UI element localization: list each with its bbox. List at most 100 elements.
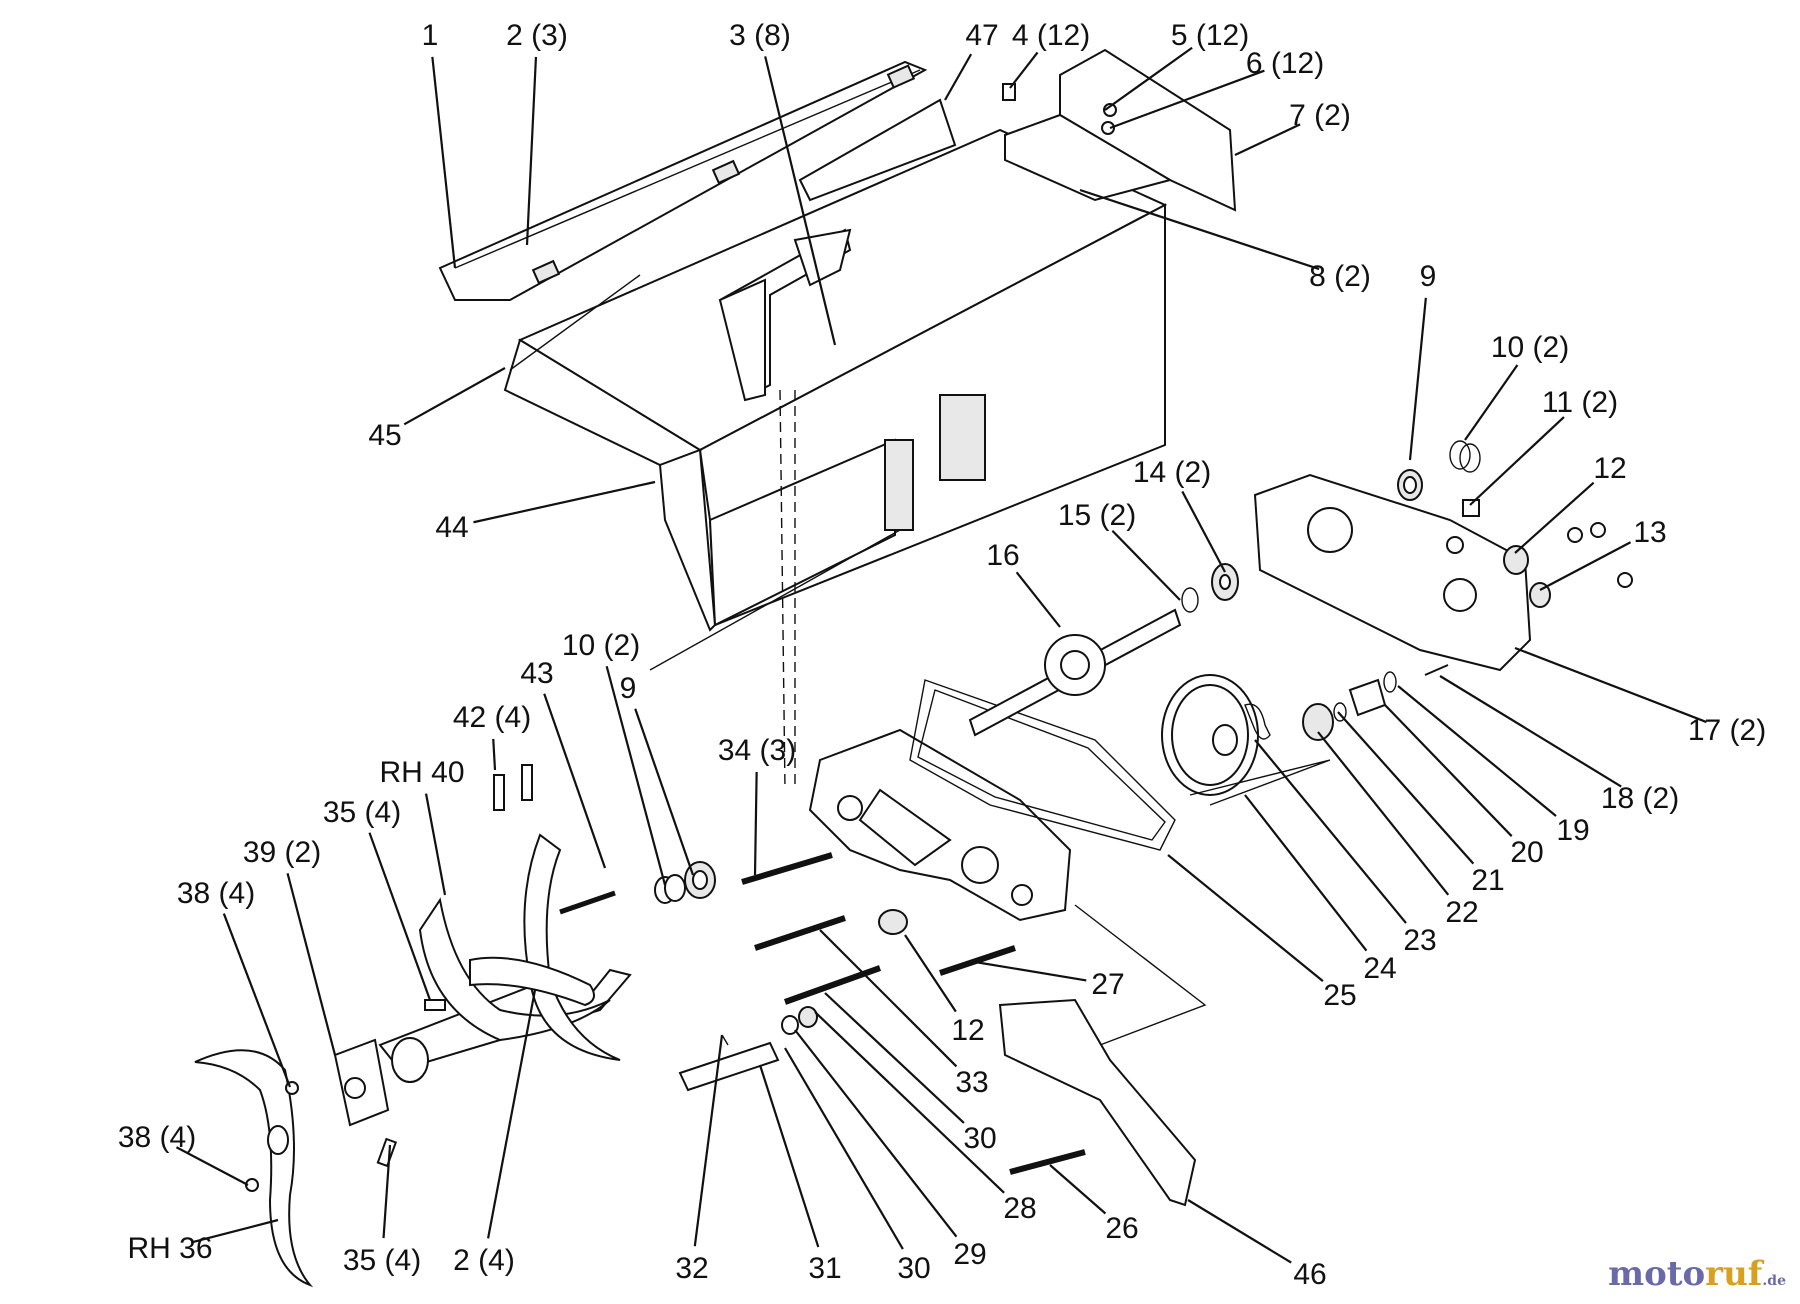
callout-label: 43 — [520, 657, 553, 690]
callout-label: 21 — [1471, 864, 1504, 897]
callout-leader-line — [824, 992, 965, 1124]
callout-label: 20 — [1510, 836, 1543, 869]
callout-leader-line — [492, 738, 497, 771]
callout-leader-line — [904, 934, 957, 1013]
callout-leader-line — [487, 989, 537, 1239]
callout-leader-line — [814, 1011, 1005, 1194]
callout-label: 5 (12) — [1171, 19, 1249, 52]
callout-label: 1 — [422, 19, 439, 52]
callout-label: RH 36 — [127, 1232, 212, 1265]
callout-label: 9 — [620, 672, 637, 705]
callout-leader-line — [382, 1144, 392, 1239]
callout-label: 4 (12) — [1012, 19, 1090, 52]
callout-label: 22 — [1445, 896, 1478, 929]
callout-label: 42 (4) — [453, 701, 531, 734]
callout-label: 12 — [951, 1014, 984, 1047]
callout-label: 10 (2) — [1491, 331, 1569, 364]
watermark-part-tld: .de — [1762, 1273, 1786, 1289]
lower-hardware — [678, 852, 1197, 1207]
callout-leader-line — [693, 1034, 724, 1247]
callout-label: 10 (2) — [562, 629, 640, 662]
callout-label: 2 (4) — [453, 1244, 515, 1277]
callout-label: 46 — [1293, 1258, 1326, 1291]
callout-leader-line — [368, 832, 432, 1001]
callout-label: 39 (2) — [243, 836, 321, 869]
callout-leader-line — [1514, 646, 1707, 724]
callout-leader-line — [944, 53, 973, 101]
callout-leader-line — [175, 1146, 249, 1186]
callout-leader-line — [1397, 685, 1557, 817]
callout-label: 26 — [1105, 1212, 1138, 1245]
callout-label: 32 — [675, 1252, 708, 1285]
callout-label: RH 40 — [379, 756, 464, 789]
callout-label: 28 — [1003, 1192, 1036, 1225]
callout-leader-line — [1187, 1199, 1292, 1264]
gearbox-assembly — [808, 440, 1633, 1046]
callout-leader-line — [794, 1029, 958, 1238]
callout-leader-line — [1408, 297, 1427, 461]
callout-leader-line — [525, 56, 538, 246]
callout-label: 9 — [1420, 260, 1437, 293]
watermark-part-ruf: ruf — [1705, 1254, 1763, 1294]
callout-leader-line — [1317, 731, 1450, 896]
callout-leader-line — [764, 56, 837, 346]
callout-label: 6 (12) — [1246, 47, 1324, 80]
callout-leader-line — [819, 929, 958, 1068]
callout-label: 16 — [986, 539, 1019, 572]
callout-label: 18 (2) — [1601, 782, 1679, 815]
callout-leader-line — [1167, 854, 1324, 982]
callout-label: 35 (4) — [323, 796, 401, 829]
callout-label: 38 (4) — [118, 1121, 196, 1154]
callout-leader-line — [1049, 1164, 1107, 1215]
callout-label: 47 — [965, 19, 998, 52]
callout-label: 15 (2) — [1058, 499, 1136, 532]
callout-label: 27 — [1091, 968, 1124, 1001]
callout-label: 30 — [897, 1252, 930, 1285]
callout-leader-line — [1015, 571, 1061, 628]
callout-label: 8 (2) — [1309, 260, 1371, 293]
callout-leader-line — [605, 665, 667, 886]
callout-label: 12 — [1593, 452, 1626, 485]
callout-label: 44 — [435, 511, 468, 544]
callout-label: 33 — [955, 1066, 988, 1099]
callout-label: 35 (4) — [343, 1244, 421, 1277]
callout-leader-line — [1109, 69, 1265, 130]
callout-leader-line — [784, 1047, 904, 1250]
callout-label: 29 — [953, 1238, 986, 1271]
callout-leader-line — [1464, 364, 1519, 441]
callout-label: 45 — [368, 419, 401, 452]
callout-leader-line — [222, 913, 292, 1088]
callout-leader-line — [1104, 46, 1193, 111]
callout-leader-line — [1111, 529, 1181, 601]
callout-leader-line — [1009, 51, 1039, 89]
callout-leaders — [175, 46, 1707, 1264]
callout-leader-line — [1234, 123, 1301, 156]
callout-leader-line — [431, 56, 457, 269]
callout-leader-line — [1469, 416, 1565, 506]
tine-shield-assembly — [438, 48, 1237, 791]
callout-leader-line — [753, 771, 758, 876]
callout-leader-line — [1439, 675, 1622, 788]
callout-label: 11 (2) — [1542, 386, 1618, 419]
callout-leader-line — [1514, 481, 1595, 554]
callout-leader-line — [543, 693, 607, 869]
callout-label: 13 — [1633, 516, 1666, 549]
callout-label: 34 (3) — [718, 734, 796, 767]
callout-leader-line — [1254, 739, 1407, 924]
callout-label: 31 — [808, 1252, 841, 1285]
callout-leader-line — [286, 873, 337, 1056]
callout-leader-line — [634, 708, 695, 876]
callout-leader-line — [1384, 704, 1513, 837]
callout-leader-line — [1181, 490, 1226, 573]
callout-leader-line — [403, 367, 506, 426]
callout-label: 19 — [1556, 814, 1589, 847]
callout-label: 25 — [1323, 979, 1356, 1012]
watermark-part-moto: moto — [1608, 1254, 1706, 1294]
callout-label: 7 (2) — [1289, 99, 1351, 132]
callout-label: 3 (8) — [729, 19, 791, 52]
site-watermark: motoruf.de — [1608, 1254, 1786, 1294]
callout-leader-line — [974, 960, 1087, 982]
callout-label: 23 — [1403, 924, 1436, 957]
